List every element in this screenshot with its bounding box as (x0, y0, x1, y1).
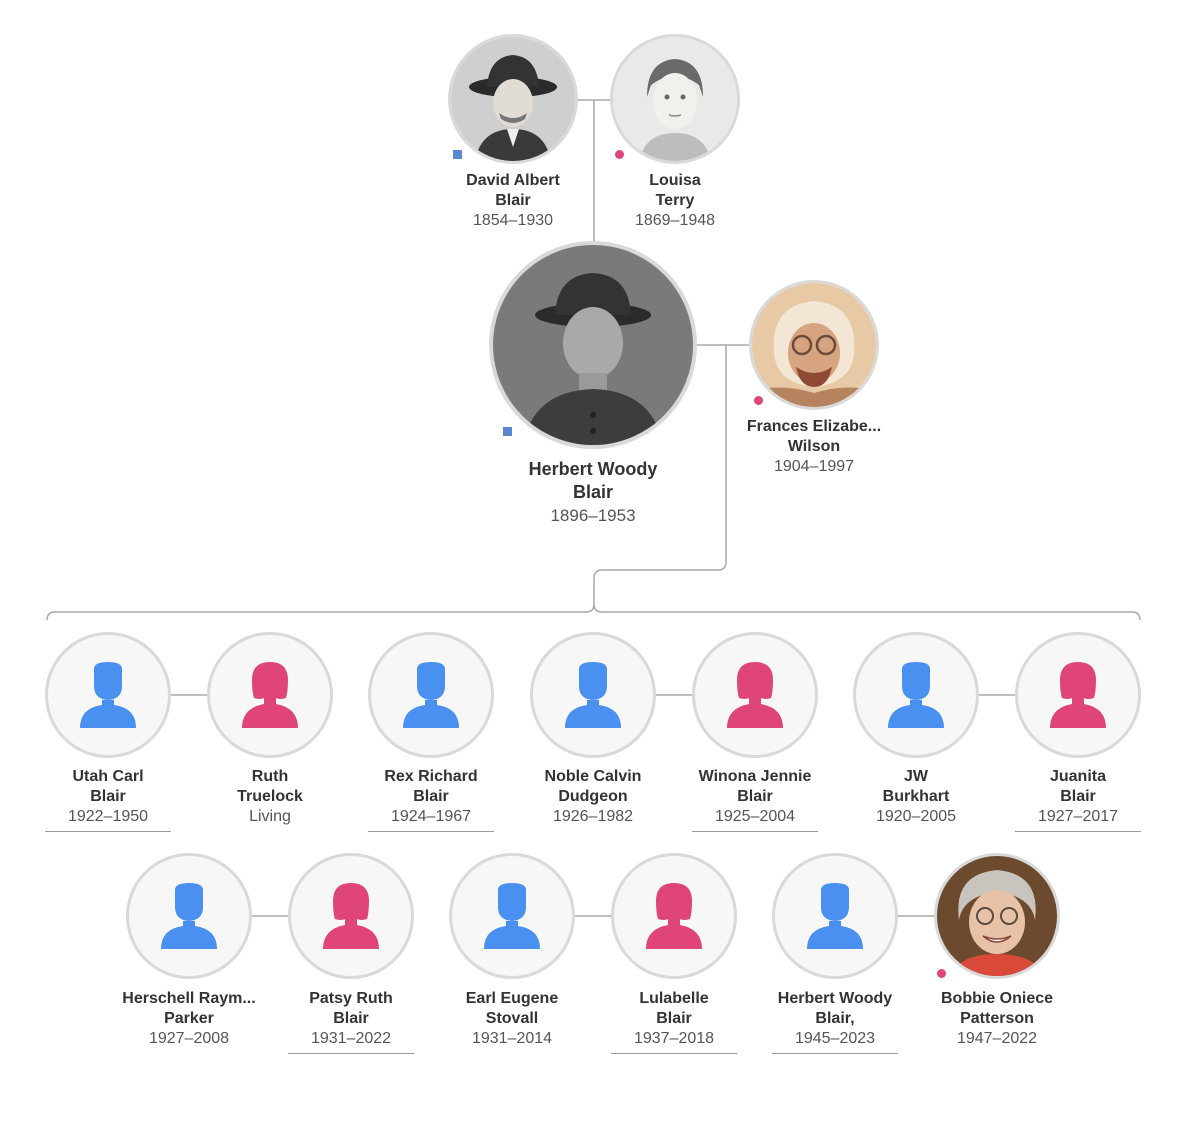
photo-older-person (752, 283, 876, 407)
person-dates: 1925–2004 (692, 807, 818, 832)
person-last-name: Blair (737, 788, 773, 805)
avatar[interactable] (611, 853, 737, 979)
person-first-name: Noble Calvin (544, 768, 642, 785)
female-silhouette-icon (646, 883, 702, 949)
person-dates: 1920–2005 (875, 808, 957, 825)
person-last-name: Blair (495, 192, 531, 209)
female-marker-icon (937, 969, 946, 978)
male-silhouette-icon (807, 883, 863, 949)
children-bracket-right (593, 603, 1141, 621)
male-silhouette-icon (161, 883, 217, 949)
avatar[interactable] (853, 632, 979, 758)
avatar[interactable] (449, 853, 575, 979)
avatar[interactable] (1015, 632, 1141, 758)
person-last-name: Stovall (485, 1010, 539, 1027)
avatar[interactable] (288, 853, 414, 979)
person-dates: 1931–2014 (471, 1030, 553, 1047)
person-first-name: Ruth (251, 768, 289, 785)
children-descent-line (46, 345, 727, 621)
person-last-name: Blair, (815, 1010, 855, 1027)
person-dates: 1896–1953 (550, 506, 636, 525)
person-first-name: Juanita (1049, 768, 1106, 785)
person-first-name: Lulabelle (639, 990, 709, 1007)
person-first-name: Patsy Ruth (309, 990, 393, 1007)
person-last-name: Patterson (960, 1010, 1034, 1027)
person-last-name: Truelock (237, 788, 303, 805)
male-marker-icon (453, 150, 462, 159)
avatar[interactable] (126, 853, 252, 979)
photo-man-hat (451, 37, 575, 161)
person-dates: Living (249, 808, 291, 825)
person-dates: 1931–2022 (288, 1029, 414, 1054)
person-first-name: Rex Richard (384, 768, 478, 785)
person-last-name: Blair (656, 1010, 692, 1027)
person-dates: 1922–1950 (45, 807, 171, 832)
person-dates: 1937–2018 (611, 1029, 737, 1054)
person-last-name: Dudgeon (558, 788, 628, 805)
person-last-name: Blair (572, 482, 614, 502)
person-last-name: Burkhart (882, 788, 950, 805)
person-dates: 1947–2022 (956, 1030, 1038, 1047)
avatar[interactable] (692, 632, 818, 758)
person-first-name: Earl Eugene (465, 990, 559, 1007)
female-silhouette-icon (323, 883, 379, 949)
person-first-name: Herbert Woody (528, 459, 658, 479)
male-silhouette-icon (565, 662, 621, 728)
avatar[interactable] (934, 853, 1060, 979)
female-silhouette-icon (242, 662, 298, 728)
person-last-name: Terry (655, 192, 695, 209)
person-last-name: Blair (413, 788, 449, 805)
person-first-name: Herbert Woody (777, 990, 893, 1007)
person-dates: 1926–1982 (552, 808, 634, 825)
male-silhouette-icon (484, 883, 540, 949)
avatar[interactable] (207, 632, 333, 758)
person-dates: 1945–2023 (772, 1029, 898, 1054)
person-first-name: Herschell Raym... (122, 990, 256, 1007)
female-silhouette-icon (1050, 662, 1106, 728)
female-silhouette-icon (727, 662, 783, 728)
person-last-name: Blair (90, 788, 126, 805)
person-first-name: JW (904, 768, 928, 785)
person-dates: 1927–2017 (1015, 807, 1141, 832)
male-marker-icon (503, 427, 512, 436)
male-silhouette-icon (80, 662, 136, 728)
person-dates: 1904–1997 (773, 458, 855, 475)
photo-woman (613, 37, 737, 161)
person-last-name: Blair (333, 1010, 369, 1027)
person-last-name: Blair (1060, 788, 1096, 805)
person-last-name: Parker (164, 1010, 214, 1027)
avatar[interactable] (749, 280, 879, 410)
avatar[interactable] (489, 241, 697, 449)
person-dates: 1927–2008 (148, 1030, 230, 1047)
avatar[interactable] (368, 632, 494, 758)
male-silhouette-icon (403, 662, 459, 728)
person-dates: 1869–1948 (634, 212, 716, 229)
person-dates: 1924–1967 (368, 807, 494, 832)
person-last-name: Wilson (787, 438, 841, 455)
person-first-name: Utah Carl (72, 768, 144, 785)
avatar[interactable] (530, 632, 656, 758)
avatar[interactable] (772, 853, 898, 979)
male-silhouette-icon (888, 662, 944, 728)
person-dates: 1854–1930 (472, 212, 554, 229)
person-first-name: Winona Jennie (698, 768, 812, 785)
photo-soldier (493, 245, 693, 445)
photo-smiling-woman (937, 856, 1057, 976)
person-first-name: David Albert (466, 172, 560, 189)
avatar[interactable] (610, 34, 740, 164)
avatar[interactable] (448, 34, 578, 164)
avatar[interactable] (45, 632, 171, 758)
female-marker-icon (754, 396, 763, 405)
person-first-name: Louisa (649, 172, 701, 189)
person-first-name: Bobbie Oniece (940, 990, 1054, 1007)
female-marker-icon (615, 150, 624, 159)
person-first-name: Frances Elizabe... (746, 418, 882, 435)
